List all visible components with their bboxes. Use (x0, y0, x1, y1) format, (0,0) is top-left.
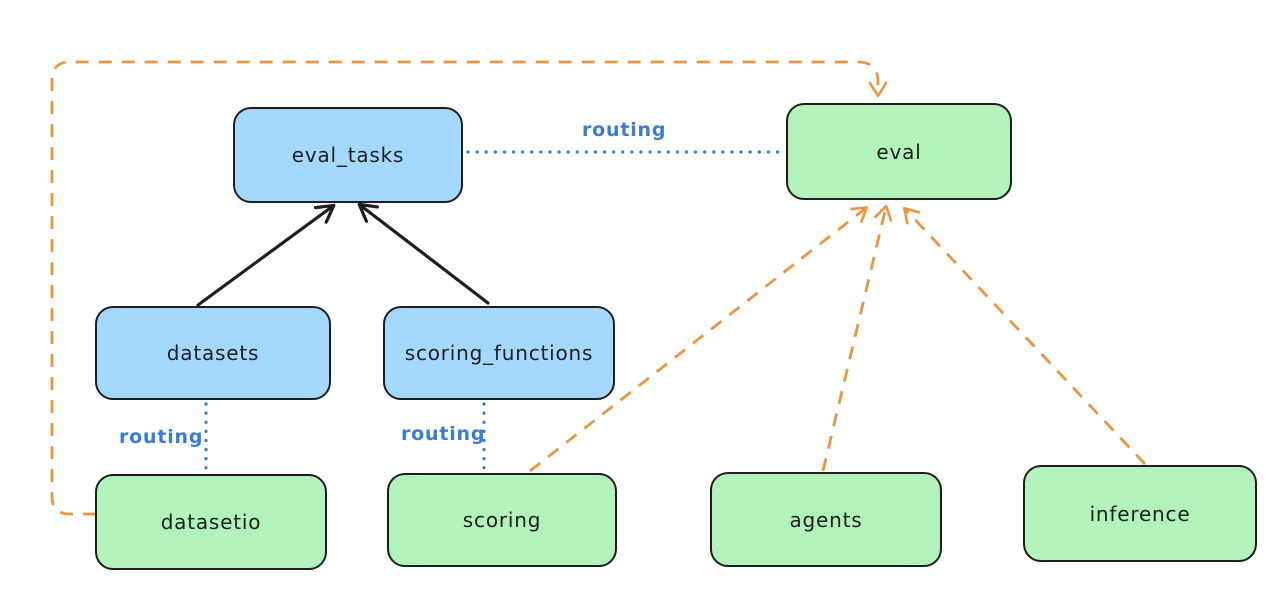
edge-label-routing-datasets-datasetio: routing (119, 426, 204, 448)
edge-agents-to-eval (821, 204, 893, 472)
node-label-eval-tasks: eval_tasks (291, 143, 405, 167)
node-label-scoring-functions: scoring_functions (404, 341, 594, 365)
edge-scoring-to-eval (529, 206, 869, 473)
edge-scoring-functions-to-eval-tasks (357, 202, 490, 305)
node-agents: agents (710, 472, 942, 567)
edge-datasetio-to-eval (50, 60, 888, 516)
node-inference: inference (1023, 465, 1257, 562)
edge-label-routing-scoring-functions-scoring: routing (401, 423, 486, 445)
node-label-datasets: datasets (166, 341, 260, 365)
node-datasets: datasets (95, 306, 331, 400)
node-eval: eval (786, 103, 1012, 200)
node-scoring-functions: scoring_functions (383, 306, 615, 400)
node-label-eval: eval (876, 139, 922, 164)
node-datasetio: datasetio (95, 474, 327, 570)
edge-label-routing-eval-tasks-eval: routing (582, 119, 667, 141)
node-label-inference: inference (1089, 501, 1191, 526)
node-scoring: scoring (387, 473, 617, 567)
node-label-scoring: scoring (462, 508, 542, 532)
edge-datasets-to-eval-tasks (196, 203, 336, 307)
node-label-datasetio: datasetio (160, 510, 262, 534)
node-eval-tasks: eval_tasks (233, 107, 463, 203)
node-label-agents: agents (789, 507, 863, 532)
edge-inference-to-eval (903, 206, 1147, 465)
